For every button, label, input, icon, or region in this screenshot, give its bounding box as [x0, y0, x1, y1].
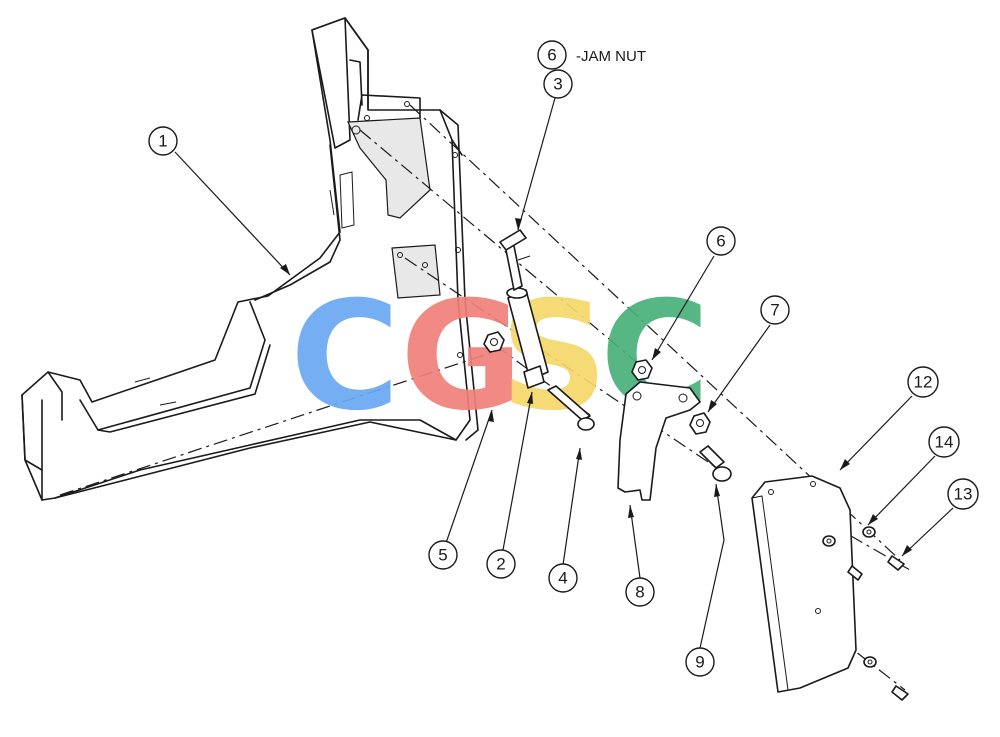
- callout-2: 2: [486, 549, 516, 579]
- callout-14: 14: [928, 426, 960, 458]
- callout-12: 12: [907, 366, 939, 398]
- note-text: -JAM NUT: [576, 48, 646, 65]
- main-bracket: [21, 17, 479, 501]
- callout-4-label: 4: [558, 569, 567, 588]
- callout-2-label: 2: [496, 555, 505, 574]
- callout-7-label: 7: [770, 301, 779, 320]
- note-balloon: 6: [537, 40, 567, 70]
- callout-13-label: 13: [954, 485, 973, 504]
- callout-1-label: 1: [158, 132, 167, 151]
- note-balloon-label: 6: [547, 46, 556, 65]
- callouts: 1 2 3 4 5 6 7 8 9 12 13 14: [148, 69, 979, 677]
- callout-9-label: 9: [695, 653, 704, 672]
- callout-5: 5: [428, 540, 458, 570]
- callout-5-label: 5: [438, 546, 447, 565]
- cover-plate: [751, 475, 909, 701]
- watermark-letter-g: G: [400, 270, 523, 444]
- callout-7: 7: [760, 295, 790, 325]
- hardware: [483, 331, 732, 482]
- watermark: C G S C: [290, 270, 710, 444]
- note-jam-nut: 6 -JAM NUT: [537, 40, 646, 70]
- callout-8-label: 8: [635, 583, 644, 602]
- watermark-letter-c1: C: [290, 270, 400, 444]
- callout-3: 3: [543, 69, 573, 99]
- callout-8: 8: [625, 577, 655, 607]
- leader-lines: [174, 97, 954, 649]
- callout-12-label: 12: [914, 373, 933, 392]
- callout-4: 4: [548, 563, 578, 593]
- callout-1: 1: [148, 126, 178, 156]
- callout-3-label: 3: [553, 75, 562, 94]
- callout-13: 13: [947, 478, 979, 510]
- callout-6: 6: [706, 226, 736, 256]
- callout-9: 9: [685, 647, 715, 677]
- gas-cylinder: [499, 229, 549, 389]
- link-plate: [617, 381, 701, 501]
- callout-14-label: 14: [935, 433, 954, 452]
- callout-6-label: 6: [716, 232, 725, 251]
